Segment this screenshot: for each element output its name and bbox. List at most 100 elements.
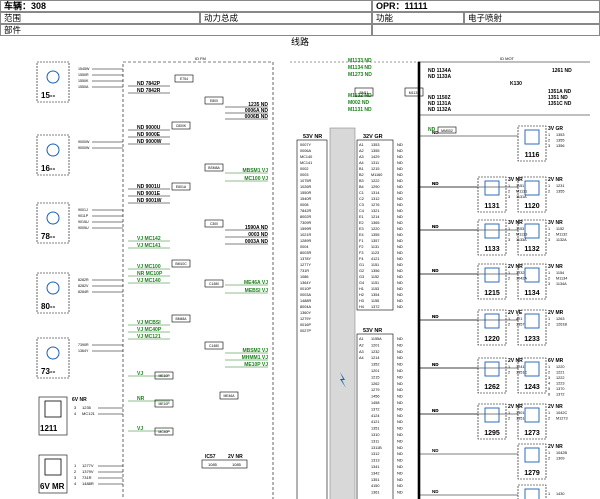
col32-pin: F4: [359, 257, 363, 261]
col32-wire: 1215: [371, 167, 379, 171]
mid-left-label: ND 7842R: [137, 88, 161, 94]
left-bottom-wire: 1235: [82, 405, 92, 410]
col32-wire: 4121: [371, 257, 379, 261]
mid-connector-box: [174, 74, 194, 83]
function-value-cell: 电子喷射: [464, 12, 600, 24]
component-icon: [524, 223, 540, 239]
col32-nd: ND: [397, 184, 403, 189]
col53-wire: 1360Y: [300, 311, 311, 315]
col32-nd: ND: [397, 244, 403, 249]
col32-wire: 1222: [371, 179, 379, 183]
right-component-box: [517, 125, 547, 162]
col53-wire: 0003: [300, 173, 308, 177]
mid-connector-box: [154, 399, 174, 408]
mid-connector-label: ME46A: [223, 394, 235, 398]
col53-wire: 0027P: [300, 329, 311, 333]
right-wire: 1221: [556, 371, 564, 375]
col32-wire: M1160: [371, 173, 382, 177]
col32-nd: ND: [397, 280, 403, 285]
col32-wire: 1311: [371, 161, 379, 165]
mid-left-label: VJ MC142: [137, 236, 161, 242]
mid-left-label: VJ MCBSI: [137, 320, 161, 326]
left-bottom-wire: 1379V: [82, 469, 94, 474]
col53b-nd: ND: [397, 426, 403, 431]
col32-nd: ND: [397, 196, 403, 201]
col53-wire: 8004A: [300, 305, 311, 309]
right-component-conn: 2V NR: [508, 358, 523, 364]
mid-connector-label: BM10C: [175, 262, 187, 266]
scope-value: 动力总成: [204, 13, 239, 23]
right-pin: 1: [548, 184, 550, 188]
left-bottom-pin: 1: [74, 463, 77, 468]
top-center-box: [354, 87, 374, 97]
mid-connector-label: C800K: [176, 124, 187, 128]
right-component-conn: 3V GR: [548, 126, 563, 132]
col32-nd: ND: [397, 214, 403, 219]
col53-wire: 1550R: [300, 191, 311, 195]
mid-connector-box: [154, 427, 174, 436]
left-pin-label: 1550R: [78, 73, 89, 77]
col32-wire: 1429: [371, 155, 379, 159]
col53b-wire: 1310: [371, 433, 379, 437]
right-pin: 6: [548, 393, 550, 397]
component-icon: [524, 129, 540, 145]
col53-wire: 1540R: [300, 197, 311, 201]
right-component-conn: 2V NR: [548, 177, 563, 183]
left-bottom-wire: 731R: [82, 475, 92, 480]
left-bottom-pin: 3: [74, 475, 77, 480]
right-component-box: [517, 219, 547, 256]
col32-wire: 1151: [371, 263, 379, 267]
col32-nd: ND: [397, 220, 403, 225]
col53b-nd: ND: [397, 374, 403, 379]
col53-wire: 1026R: [300, 185, 311, 189]
mid-right-label: ME46A VJ: [244, 280, 268, 286]
col32-pin: B2: [359, 173, 364, 177]
col53b-wire: 4121: [371, 420, 379, 424]
mid-right-label: MHMM1 VJ: [242, 355, 269, 361]
col32-wire: 1123: [371, 251, 379, 255]
left-pin-label: 7390R: [78, 343, 89, 347]
col32-nd: ND: [397, 208, 403, 213]
mid-right-label: MBSM1 VJ: [242, 168, 268, 174]
right-wire: 1152: [556, 227, 564, 231]
top-center-label: M1134 ND: [348, 65, 372, 71]
col32-nd: ND: [397, 166, 403, 171]
right-wire: 1355: [556, 139, 564, 143]
component-icon: [524, 361, 540, 377]
top-right-label: 1261 ND: [552, 68, 572, 74]
right-component-id: 1295: [484, 430, 500, 437]
col53-wire: 0006A: [300, 149, 311, 153]
right-component-box: [517, 357, 547, 394]
right-wire: M1273: [556, 417, 568, 421]
opr-label: OPR：11111: [376, 1, 428, 11]
top-center-label: M1131 ND: [348, 107, 372, 113]
col53b-pin: A4: [359, 356, 364, 360]
mid-right-label: 0006B ND: [245, 114, 269, 120]
col32-wire: 1314: [371, 191, 379, 195]
right-wire: M1133: [516, 233, 527, 237]
right-component-conn: 2V NR: [548, 444, 563, 450]
right-pin: 2: [548, 371, 550, 375]
flash-icon: [340, 372, 346, 388]
col32-pin: E2: [359, 221, 364, 225]
left-pin-label: 8284R: [78, 290, 89, 294]
right-wire: 1351: [516, 417, 524, 421]
right-component-id: 1215: [484, 290, 500, 297]
col53b-wire: 1372: [371, 407, 379, 411]
col53b-nd: ND: [397, 381, 403, 386]
col53b-nd: ND: [397, 477, 403, 482]
top-right-label: K130: [510, 81, 522, 87]
vehicle-cell: 车辆：308: [0, 0, 372, 12]
component-icon: [484, 407, 500, 423]
col32-pin: C3: [359, 203, 364, 207]
right-wire: 1151: [516, 184, 524, 188]
col53b-wire: 1311B: [371, 446, 382, 450]
right-nd-label: ND: [432, 489, 439, 494]
left-pin-label: 8282R: [78, 278, 89, 282]
col32-nd: ND: [397, 160, 403, 165]
left-bottom-box: [38, 454, 68, 494]
right-pin: 2: [508, 417, 510, 421]
mid-right-label: 0003A ND: [245, 239, 269, 245]
right-wire: 1232: [516, 271, 524, 275]
component-icon: [524, 488, 540, 499]
